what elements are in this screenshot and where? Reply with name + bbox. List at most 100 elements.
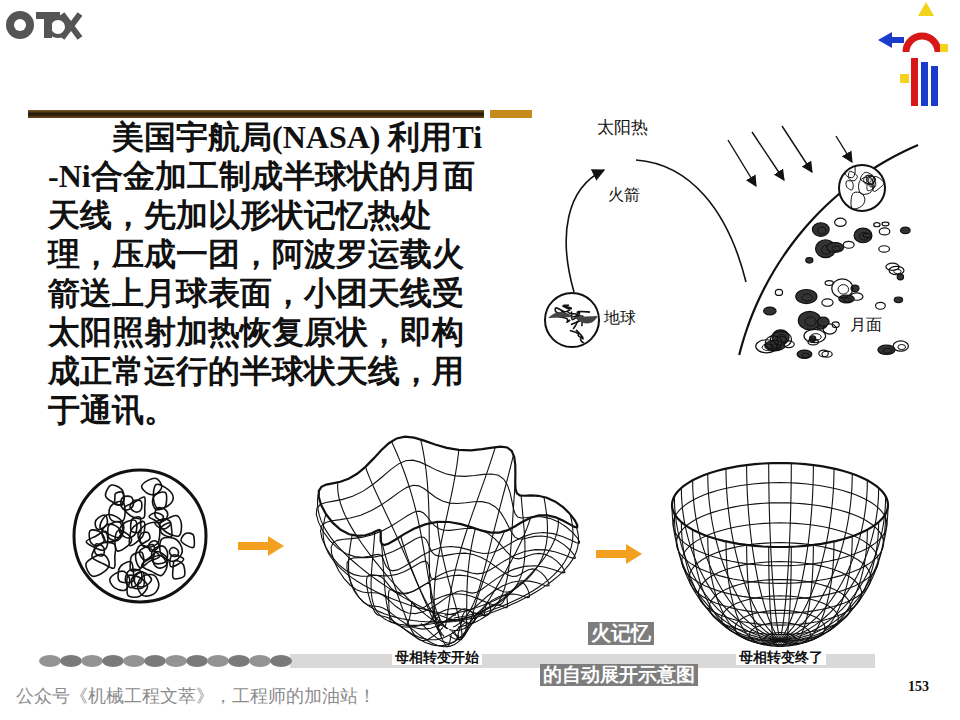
compressed-antenna (155, 519, 171, 529)
rocket-trajectory (636, 160, 746, 282)
caption-band (81, 655, 103, 667)
compressed-antenna (108, 521, 123, 540)
caption-fragment: 的自动展开示意图 (540, 664, 698, 686)
unfolding-antenna-mesh (319, 437, 577, 545)
moon-surface (739, 145, 918, 358)
compressed-antenna (124, 497, 145, 519)
unfolding-antenna-mesh (316, 460, 579, 571)
sun-heat-arrows (752, 132, 784, 180)
moon-surface (882, 222, 889, 226)
folded-antenna (848, 171, 857, 180)
earth (545, 293, 599, 347)
unfolding-antenna-mesh (421, 610, 474, 643)
moon-surface (796, 290, 817, 304)
moon-surface (802, 353, 809, 357)
unfolding-antenna-mesh (366, 561, 529, 640)
folded-antenna (846, 181, 853, 190)
moon-surface (765, 336, 781, 350)
compressed-antenna (153, 484, 173, 509)
stage-label: 母相转变终了 (736, 649, 826, 665)
hemisphere-antenna-mesh (780, 496, 886, 640)
moon-surface (822, 299, 833, 306)
moon-surface (797, 350, 812, 358)
hemisphere-antenna-mesh (750, 623, 811, 647)
moon-surface (810, 334, 821, 341)
hemisphere-antenna-mesh (682, 523, 878, 599)
moon-surface (886, 263, 899, 270)
compressed-antenna (169, 547, 178, 556)
moon-surface (844, 298, 852, 302)
sun-heat-arrows (728, 140, 756, 186)
moon-surface (832, 279, 853, 298)
earth (570, 330, 583, 338)
corner-emblem (906, 36, 938, 52)
hemisphere-antenna-mesh (765, 633, 796, 645)
moon-surface (832, 246, 840, 251)
moon-surface (775, 289, 782, 295)
hemisphere-antenna-mesh (674, 496, 780, 640)
divider-bar (490, 110, 532, 118)
folded-antenna (872, 176, 884, 191)
unfolding-antenna-mesh (445, 497, 548, 615)
hemisphere-antenna-mesh (672, 463, 888, 547)
moon-surface (822, 351, 832, 357)
unfolding-antenna-mesh (434, 450, 459, 636)
moon-surface (739, 145, 918, 355)
compressed-antenna (129, 521, 145, 545)
unfolding-antenna-mesh (401, 536, 451, 647)
moon-surface (838, 285, 849, 294)
moon-surface (817, 317, 829, 326)
orange-arrow (596, 544, 642, 564)
moon-surface (854, 228, 872, 243)
earth (562, 305, 571, 309)
moon-surface (805, 317, 816, 326)
unfolding-antenna-mesh (338, 482, 449, 628)
hemisphere-antenna-mesh (689, 543, 871, 614)
unfolding-antenna-mesh (388, 583, 507, 646)
moon-surface (839, 295, 854, 303)
moon-surface (879, 228, 890, 235)
divider-bar (28, 110, 484, 118)
orange-arrow (238, 536, 284, 556)
moon-surface (806, 258, 813, 263)
moon-surface (756, 340, 778, 353)
logo (6, 11, 34, 39)
folded-antenna (844, 164, 855, 178)
compressed-antenna (127, 575, 148, 597)
corner-emblem (931, 66, 938, 106)
caption-band (228, 655, 250, 667)
sun-heat-arrows (782, 126, 812, 172)
moon-surface (812, 223, 829, 237)
divider-bar (28, 110, 532, 118)
earth (545, 293, 599, 347)
folded-antenna (839, 165, 885, 211)
hemisphere-antenna-mesh (698, 562, 861, 625)
folded-antenna (851, 192, 865, 209)
corner-emblem (921, 62, 928, 106)
earth (548, 305, 598, 345)
caption-band (207, 655, 229, 667)
moon-surface (901, 227, 911, 233)
compressed-antenna (92, 542, 116, 568)
sun-heat-arrows (728, 126, 852, 186)
compressed-antenna (142, 478, 162, 494)
moon-surface (898, 344, 906, 349)
page-number: 153 (908, 679, 929, 695)
compressed-antenna (130, 500, 142, 512)
moon-surface (764, 307, 776, 315)
unfolding-antenna-mesh (391, 441, 446, 628)
caption-band (270, 655, 292, 667)
hemisphere-antenna-mesh (672, 463, 888, 646)
unfolding-antenna-mesh (316, 437, 579, 647)
moon-surface (874, 223, 880, 227)
logo (14, 19, 26, 31)
compressed-antenna (181, 533, 194, 548)
compressed-antenna (86, 554, 109, 576)
moon-surface (843, 241, 854, 248)
moon-surface (802, 294, 813, 301)
compressed-antenna (105, 485, 124, 505)
unfolding-antenna-mesh (454, 496, 525, 618)
moon-surface (835, 218, 847, 226)
compressed-antenna (121, 496, 134, 510)
caption-band (144, 655, 166, 667)
